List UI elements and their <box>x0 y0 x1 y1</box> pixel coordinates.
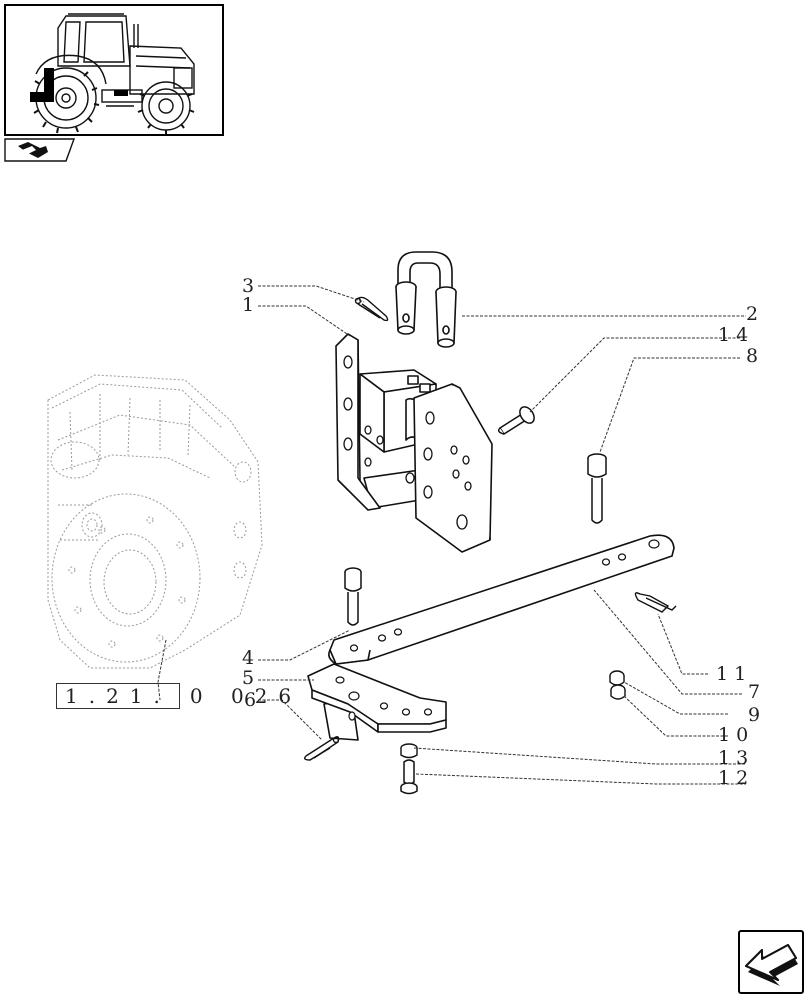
part-5-plate-holes <box>335 676 433 721</box>
part-4-pin <box>344 567 362 626</box>
part-1-bracket-holes <box>343 355 472 530</box>
part-5-plate <box>307 663 447 741</box>
catalog-tab[interactable] <box>4 138 76 162</box>
part-12-bolt <box>400 759 418 795</box>
callout-11: 11 <box>716 663 752 685</box>
next-page-arrow-icon <box>745 944 798 986</box>
part-9-washer <box>609 670 625 686</box>
callout-10: 10 <box>718 724 754 746</box>
reference-code-boxed: 1.21. <box>56 683 180 709</box>
reference-code: 1.21. 0 026 <box>56 683 302 709</box>
tractor-thumbnail-icon <box>30 13 195 135</box>
part-7-drawbar <box>328 534 675 665</box>
part-6-r-clip <box>303 735 340 761</box>
callout-8: 8 <box>746 345 764 367</box>
part-14-bolt <box>497 406 535 436</box>
callout-12: 12 <box>718 767 754 789</box>
callout-9: 9 <box>748 704 766 726</box>
callout-2: 2 <box>746 303 764 325</box>
callout-13: 13 <box>718 747 754 769</box>
callout-3: 3 <box>242 275 260 297</box>
parts-book-icon <box>4 138 75 162</box>
callout-5: 5 <box>242 667 260 689</box>
part-2-clevis-pin <box>395 251 457 348</box>
reference-code-rest: 0 026 <box>189 684 303 708</box>
callout-labels: 3 1 2 14 8 4 5 11 7 9 10 13 12 6 <box>242 275 766 789</box>
callout-6: 6 <box>244 689 262 711</box>
tractor-thumbnail[interactable] <box>4 4 224 136</box>
callout-7: 7 <box>748 681 766 703</box>
callout-1: 1 <box>242 294 260 316</box>
part-13-nut <box>400 743 418 759</box>
part-8-bolt <box>587 453 607 524</box>
callout-4: 4 <box>242 647 260 669</box>
part-1-hitch-bracket <box>335 333 493 553</box>
part-10-washer <box>610 684 626 700</box>
leader-lines <box>157 285 746 785</box>
part-11-lynch-pin <box>634 592 677 613</box>
next-page-button[interactable] <box>738 930 804 994</box>
callout-14: 14 <box>718 324 754 346</box>
ghost-housing <box>47 374 263 669</box>
part-7-drawbar-holes <box>349 539 660 652</box>
